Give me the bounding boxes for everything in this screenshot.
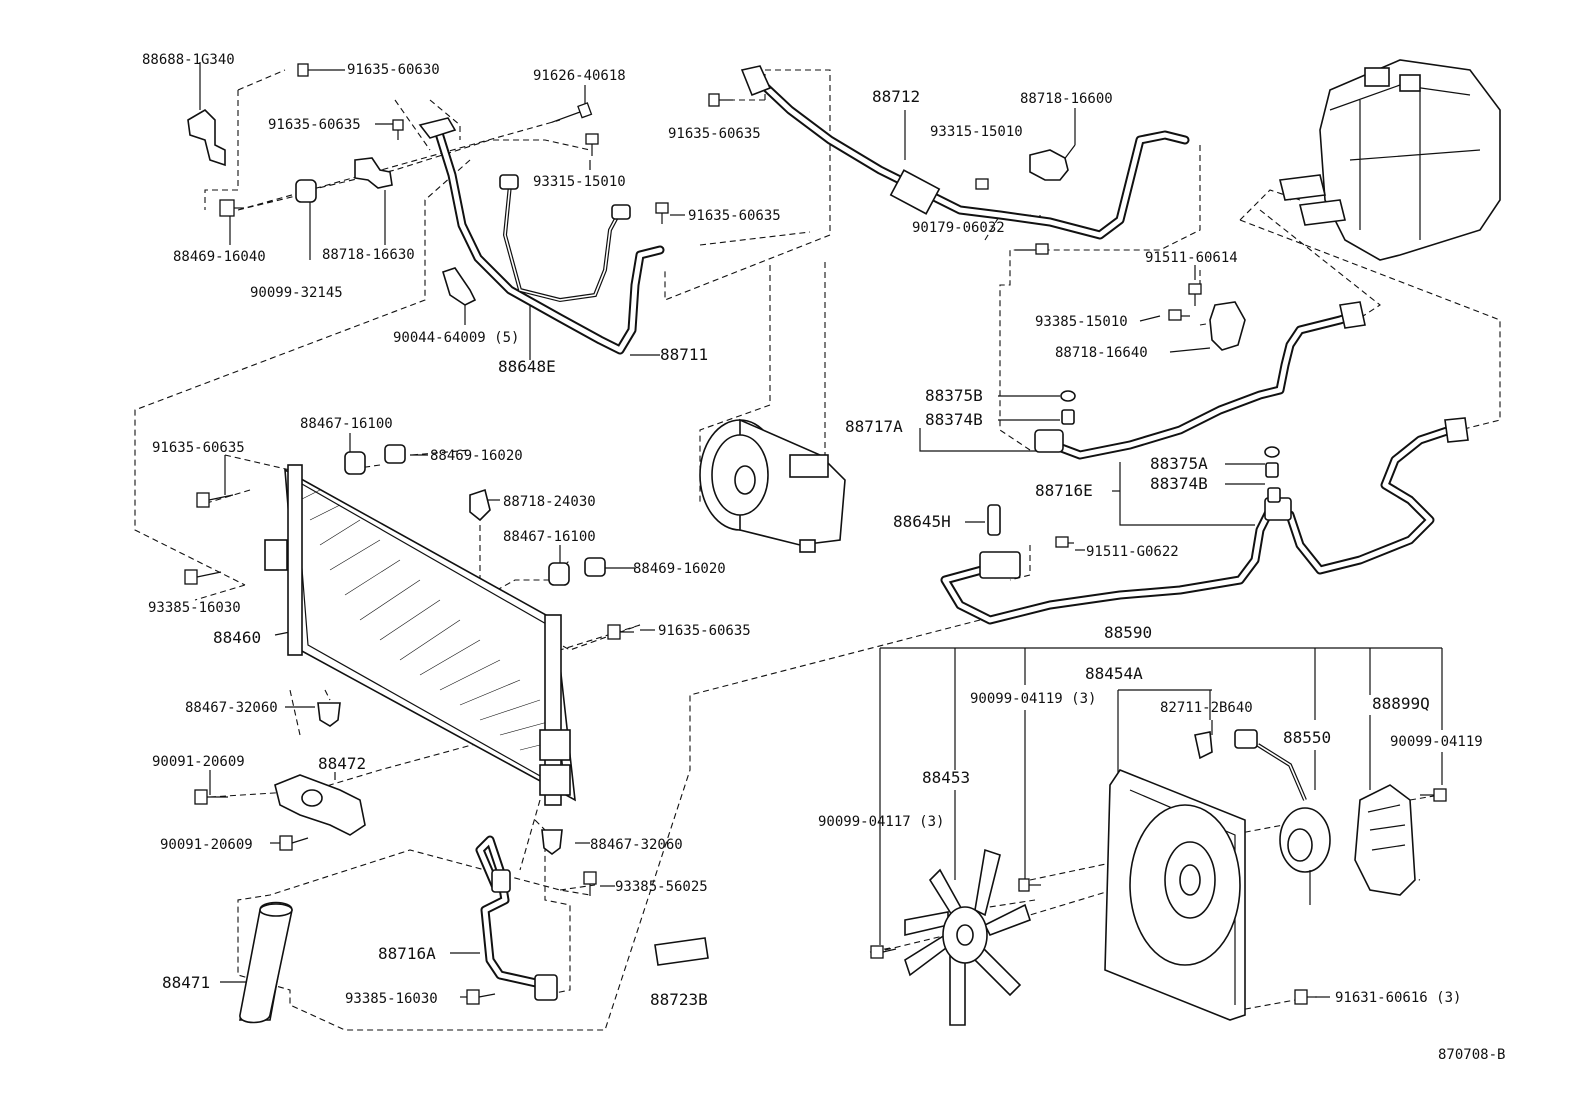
label-93385-15010: 93385-15010 [1035,314,1128,330]
label-88472: 88472 [318,754,366,773]
label-88718-16640: 88718-16640 [1055,345,1148,361]
label-88899q: 88899Q [1372,694,1430,713]
label-88718-16600: 88718-16600 [1020,91,1113,107]
clamp-brackets [354,149,1246,760]
label-plate-88723b [654,937,709,966]
cover-88899q [1354,784,1416,896]
label-88711: 88711 [660,345,708,364]
hose-88716e [940,417,1469,625]
label-90099-32145: 90099-32145 [250,285,343,301]
label-91511-60614: 91511-60614 [1145,250,1238,266]
label-91635-60635-d: 91635-60635 [152,440,245,456]
shroud-88454a [1104,769,1246,1021]
evaporator-unit [1279,59,1501,261]
label-88590: 88590 [1104,623,1152,642]
label-88467-32060-a: 88467-32060 [185,700,278,716]
label-88471: 88471 [162,973,210,992]
label-88467-16100-a: 88467-16100 [300,416,393,432]
receiver-88471 [239,901,293,1024]
bracket-88472 [274,774,366,836]
label-88467-32060-b: 88467-32060 [590,837,683,853]
label-90099-04119-3: 90099-04119 (3) [970,691,1096,707]
label-88688-1g340: 88688-1G340 [142,52,235,68]
label-91635-60635-b: 91635-60635 [688,208,781,224]
label-88645h: 88645H [893,512,951,531]
drawing-code: 870708-B [1438,1047,1505,1063]
label-88469-16020-b: 88469-16020 [633,561,726,577]
hose-88717a [1034,301,1366,460]
label-88723b: 88723B [650,990,708,1009]
label-91635-60630: 91635-60630 [347,62,440,78]
label-90179-06032: 90179-06032 [912,220,1005,236]
label-88467-16100-b: 88467-16100 [503,529,596,545]
label-93385-16030-a: 93385-16030 [148,600,241,616]
label-91631-60616-3: 91631-60616 (3) [1335,990,1461,1006]
label-82711-2b640: 82711-2B640 [1160,700,1253,716]
label-91635-60635-a: 91635-60635 [268,117,361,133]
bracket-88688 [187,108,226,167]
leader-lines [199,62,1443,998]
label-90044-64009: 90044-64009 (5) [393,330,519,346]
label-91626-40618: 91626-40618 [533,68,626,84]
part-labels: 88688-1G340 91635-60630 91626-40618 9163… [142,52,1505,1063]
label-88374b-b: 88374B [1150,474,1208,493]
label-88453: 88453 [922,768,970,787]
label-88718-16630: 88718-16630 [322,247,415,263]
label-90091-20609-a: 90091-20609 [152,754,245,770]
label-88469-16040: 88469-16040 [173,249,266,265]
fan-88453 [904,848,1032,1026]
condenser-88460 [264,464,576,806]
label-93315-15010-b: 93315-15010 [930,124,1023,140]
label-88460: 88460 [213,628,261,647]
bolt-icons [184,63,1447,1005]
label-90091-20609-b: 90091-20609 [160,837,253,853]
fittings [987,390,1281,536]
label-93385-56025: 93385-56025 [615,879,708,895]
label-90099-04117-3: 90099-04117 (3) [818,814,944,830]
label-88648e: 88648E [498,357,556,376]
label-91635-60635-e: 91635-60635 [658,623,751,639]
label-88550: 88550 [1283,728,1331,747]
label-93385-16030-b: 93385-16030 [345,991,438,1007]
label-88469-16020-a: 88469-16020 [430,448,523,464]
cushion-icons [295,179,606,855]
motor-88550 [1234,729,1331,905]
label-91635-60635-c: 91635-60635 [668,126,761,142]
hose-88712 [740,65,1190,240]
label-91511-g0622: 91511-G0622 [1086,544,1179,560]
pipe-88716a [475,835,558,1001]
label-88712: 88712 [872,87,920,106]
hose-88711 [418,117,665,355]
label-88374b-a: 88374B [925,410,983,429]
label-88375b: 88375B [925,386,983,405]
compressor [699,418,846,553]
label-88716e: 88716E [1035,481,1093,500]
label-88375a: 88375A [1150,454,1208,473]
label-90099-04119: 90099-04119 [1390,734,1483,750]
label-88717a: 88717A [845,417,903,436]
label-93315-15010-a: 93315-15010 [533,174,626,190]
label-88454a: 88454A [1085,664,1143,683]
label-88716a: 88716A [378,944,436,963]
label-88718-24030: 88718-24030 [503,494,596,510]
